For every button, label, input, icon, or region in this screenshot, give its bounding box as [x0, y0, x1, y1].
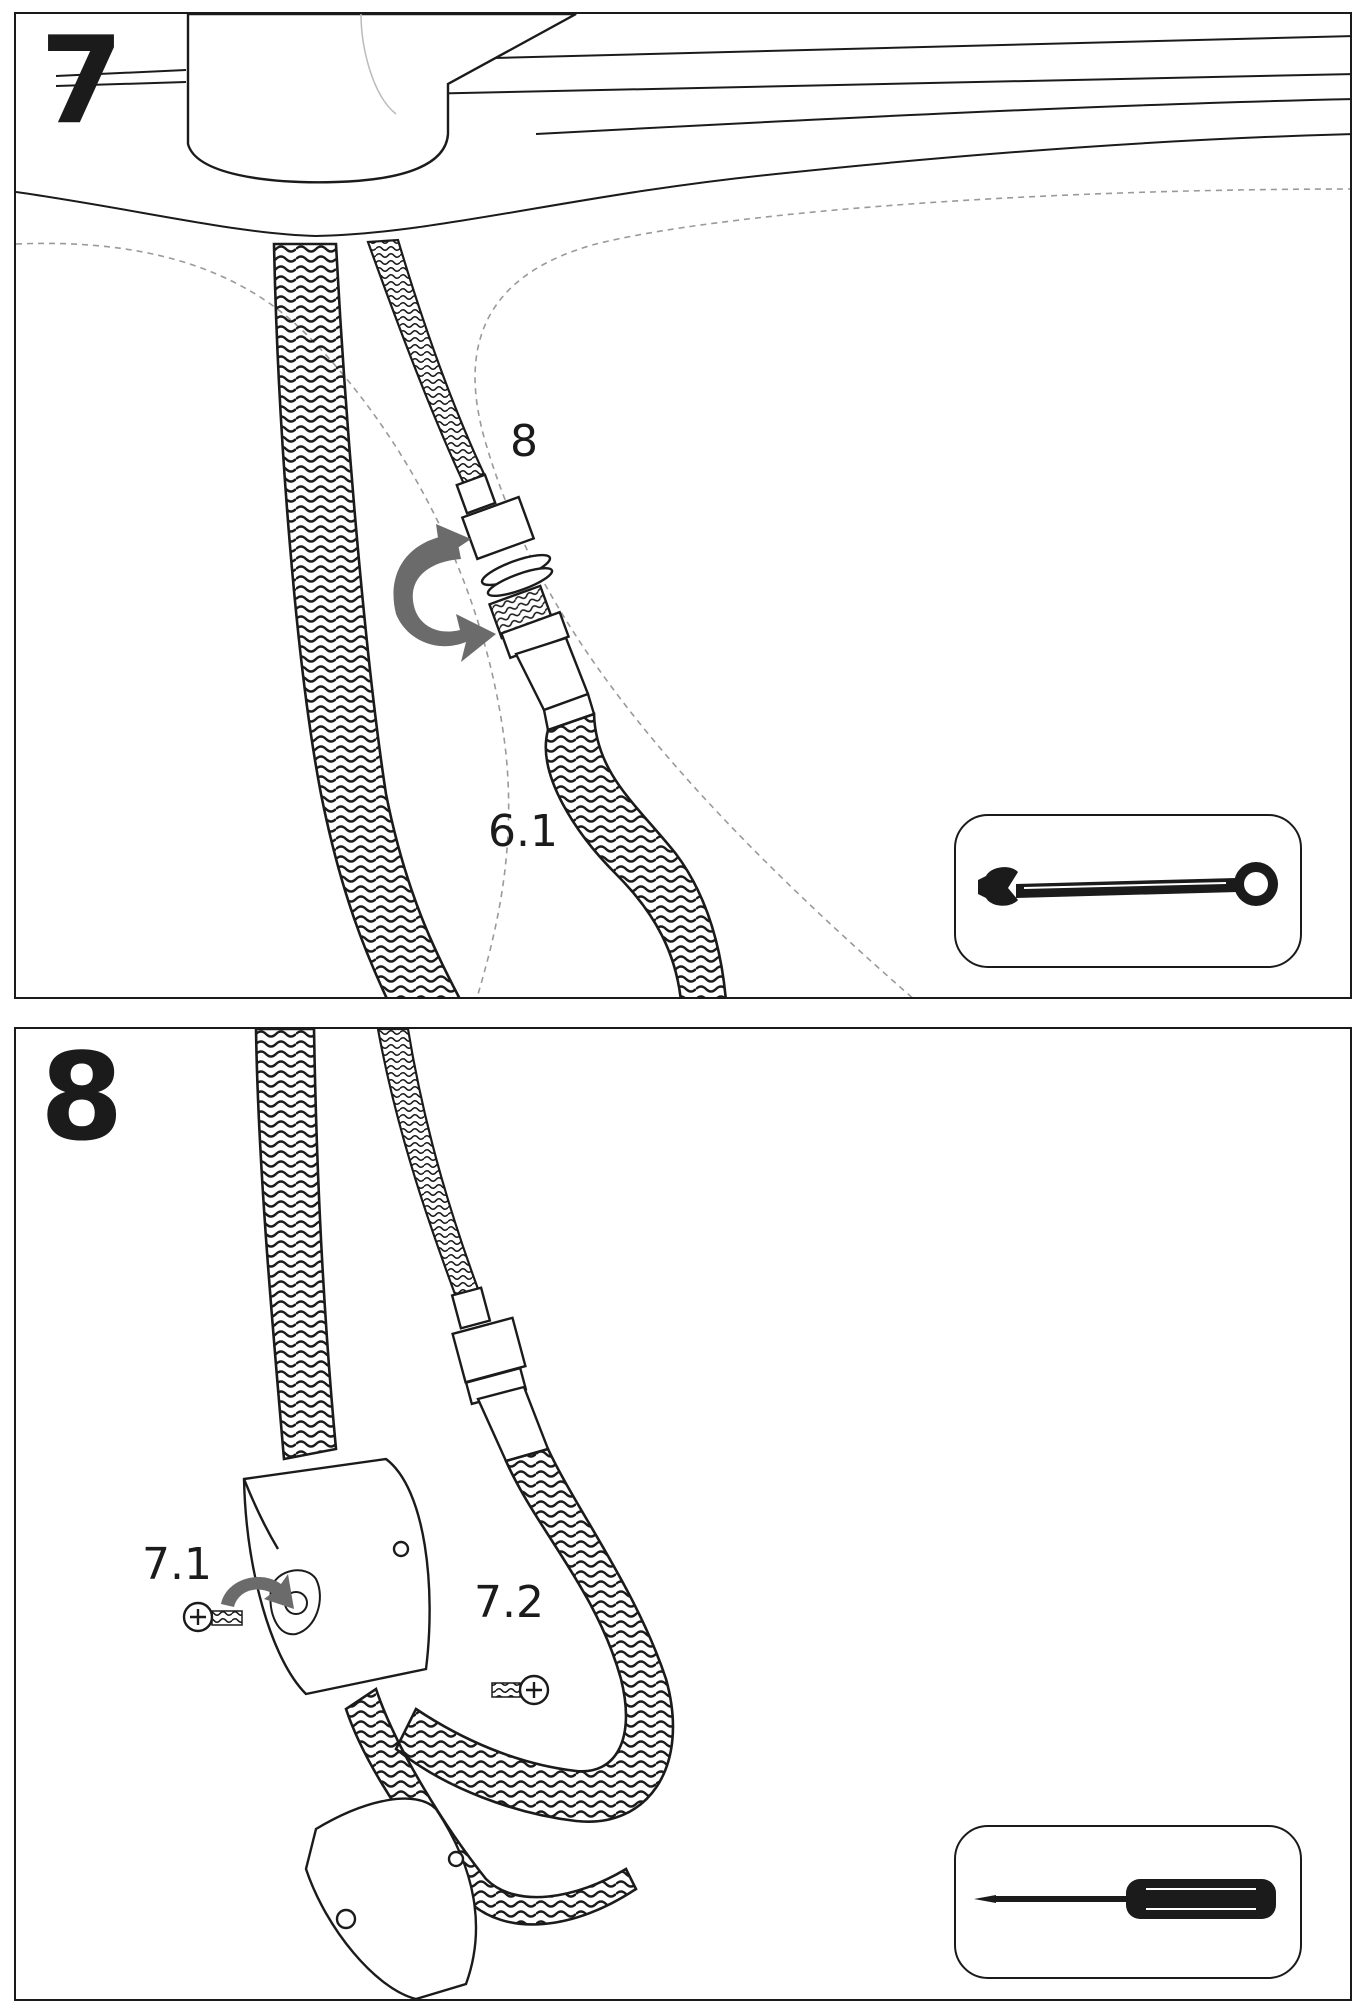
countertop [16, 35, 1350, 238]
supply-hose-thin [376, 1029, 480, 1299]
step-number: 8 [40, 1029, 124, 1168]
connector-fitting [450, 1286, 550, 1463]
step-8-panel: 8 7.1 7.2 [14, 1027, 1352, 2001]
tighten-arrow-icon [221, 1574, 294, 1609]
screw-7-2-icon [491, 1674, 550, 1706]
connector-fitting [455, 473, 596, 732]
tool-box [954, 1825, 1302, 1979]
braided-hose-left [272, 242, 461, 997]
braided-hose-6-1 [544, 712, 727, 997]
screw-7-1-icon [182, 1601, 243, 1633]
tool-box [954, 814, 1302, 968]
braided-hose-left [254, 1029, 338, 1461]
rotate-arrow-icon [393, 524, 496, 662]
step-7-panel: 7 8 6.1 [14, 12, 1352, 999]
callout-hose: 6.1 [488, 806, 558, 857]
step-8-illustration [182, 1029, 675, 1999]
screwdriver-icon [974, 1879, 1276, 1919]
callout-screw-left: 7.1 [142, 1539, 212, 1590]
nut-8 [460, 495, 536, 561]
callout-screw-right: 7.2 [474, 1577, 544, 1628]
callout-nut: 8 [510, 416, 538, 467]
wrench-icon [978, 862, 1278, 906]
sink-outline [16, 188, 1350, 997]
step-number: 7 [40, 12, 124, 151]
hose-weight [242, 1457, 478, 1999]
faucet-base [186, 14, 577, 184]
supply-hose-thin [366, 238, 486, 486]
step-7-illustration [16, 14, 1350, 997]
